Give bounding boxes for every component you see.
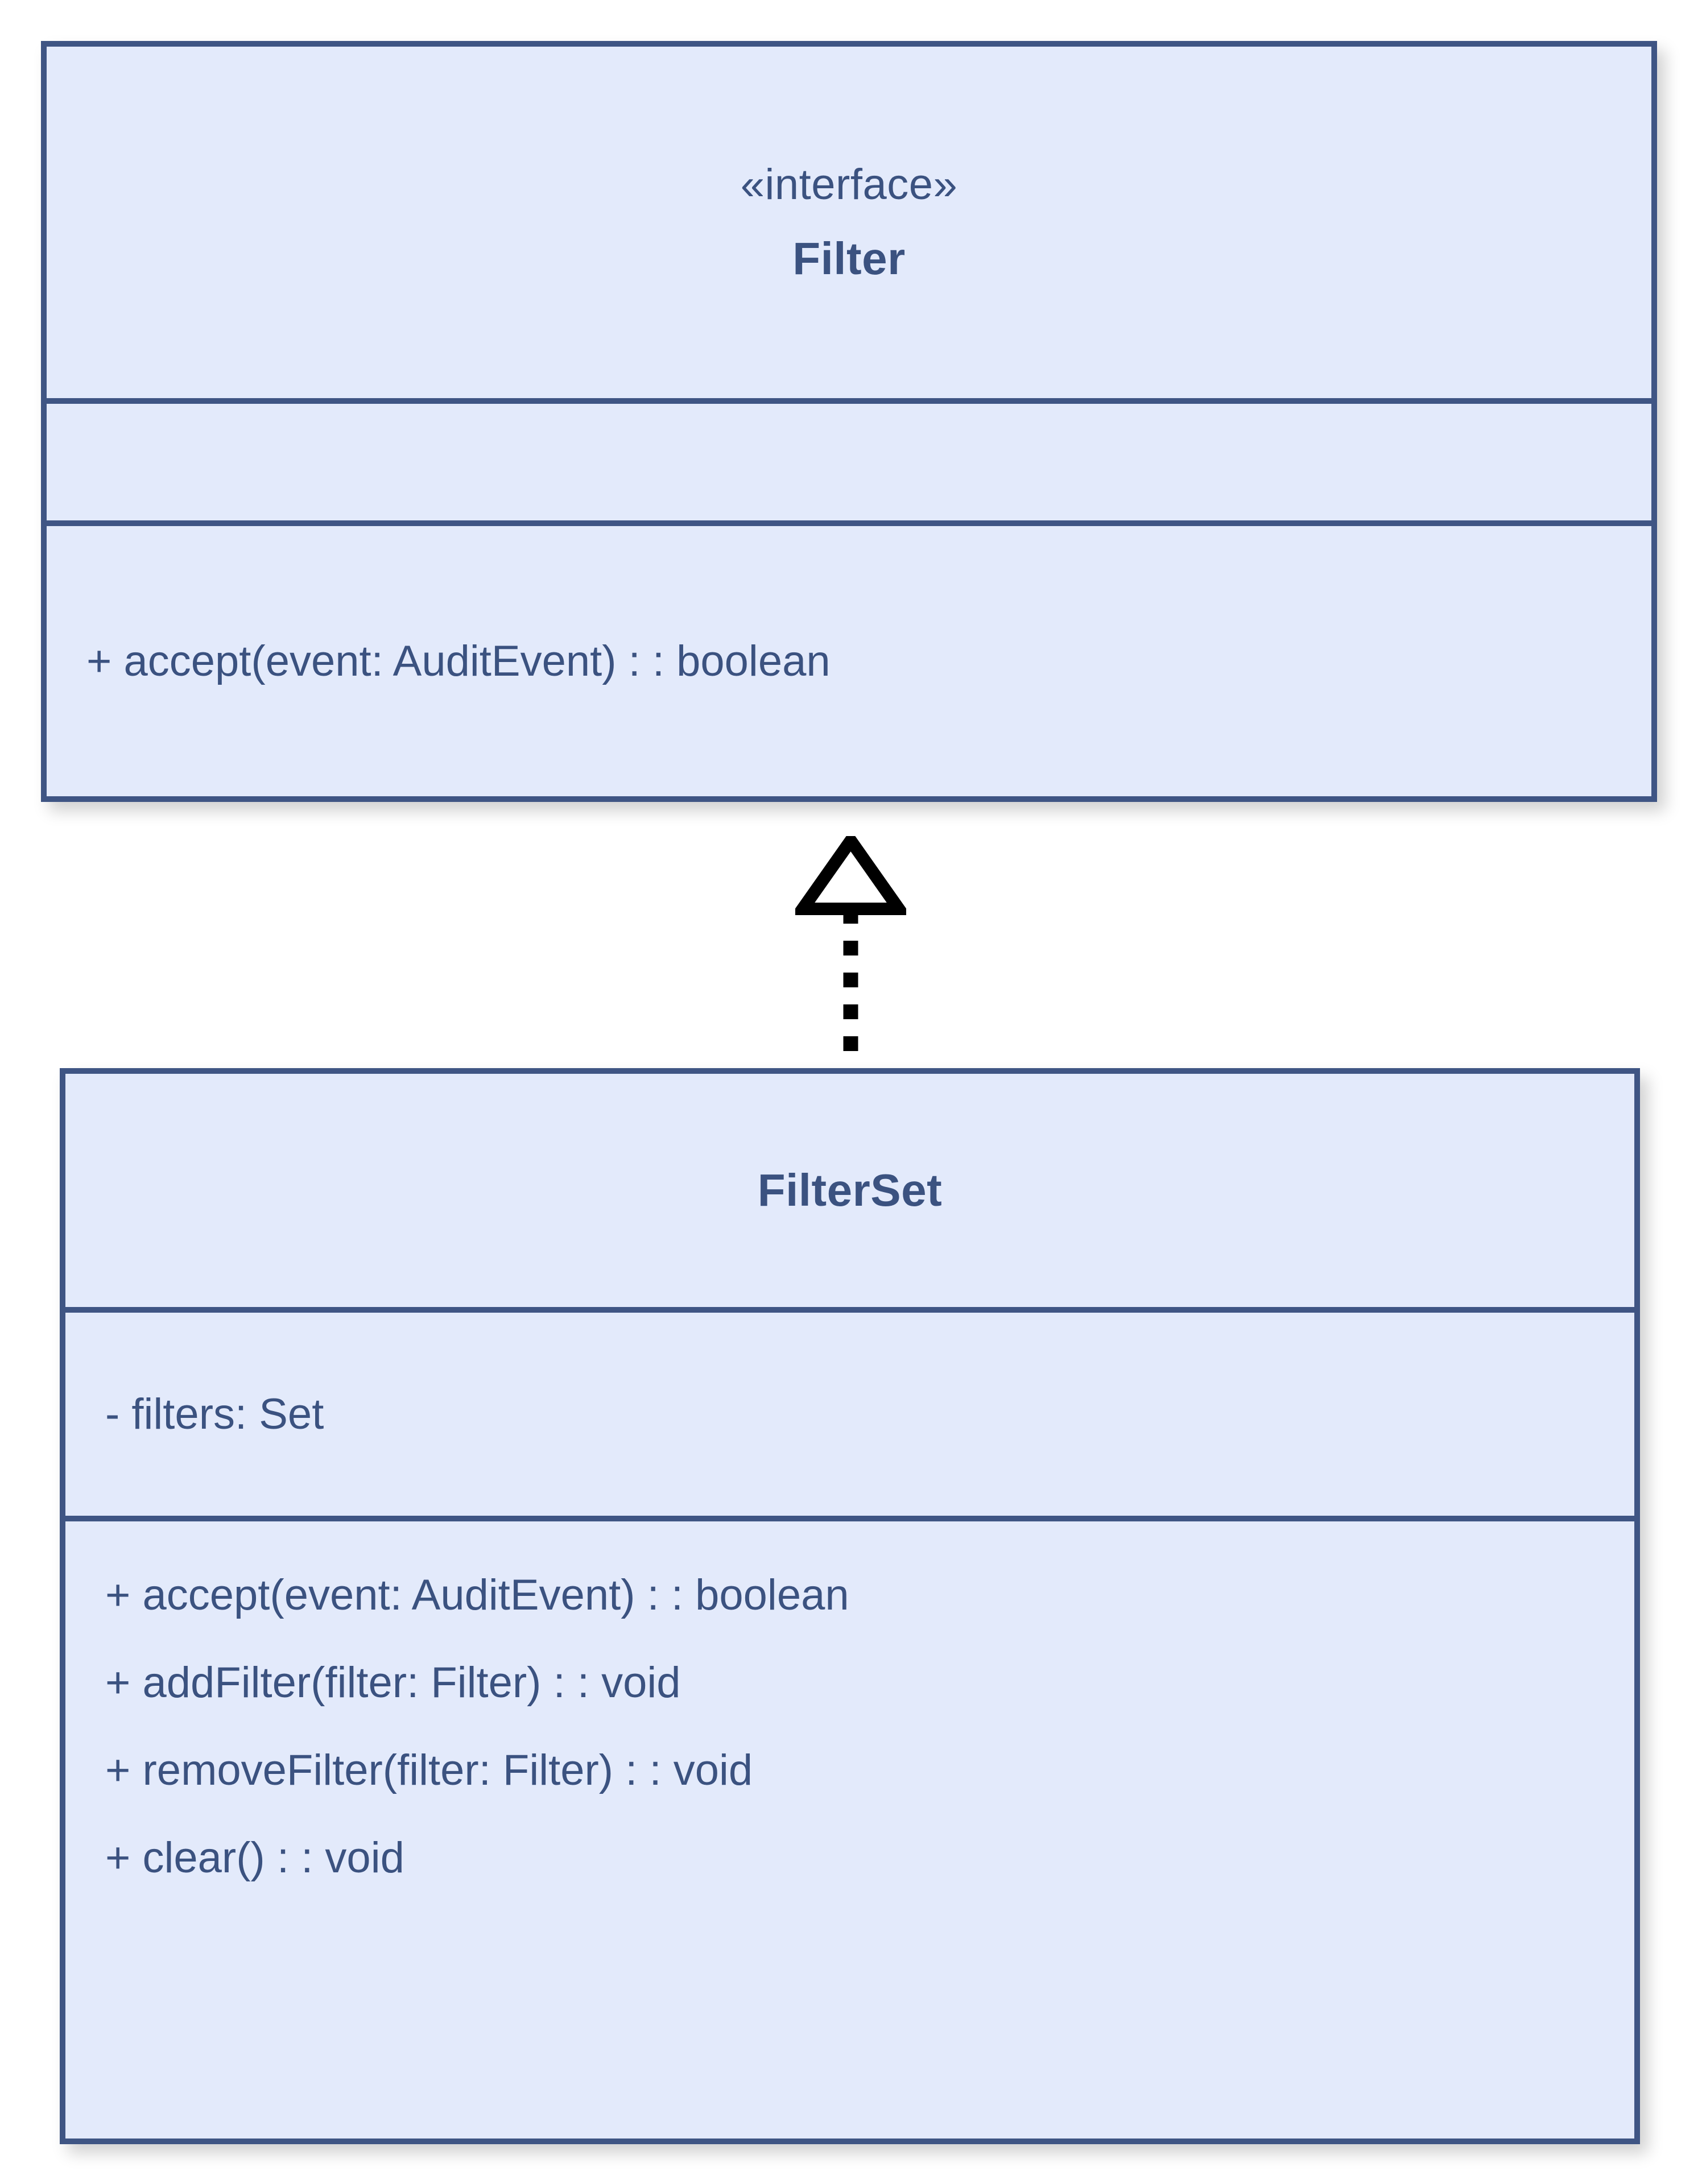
class-header-filter: «interface» Filter (47, 47, 1651, 398)
class-methods-filterset: + accept(event: AuditEvent) : : boolean … (65, 1516, 1634, 2138)
class-name-filter: Filter (792, 233, 906, 284)
uml-class-box-filterset[interactable]: FilterSet - filters: Set + accept(event:… (60, 1068, 1640, 2144)
class-method-row: + removeFilter(filter: Filter) : : void (105, 1746, 753, 1794)
class-method-row: + addFilter(filter: Filter) : : void (105, 1658, 681, 1707)
uml-class-box-filter[interactable]: «interface» Filter + accept(event: Audit… (41, 41, 1657, 802)
class-attributes-filter (47, 398, 1651, 520)
class-method-row: + accept(event: AuditEvent) : : boolean (105, 1571, 849, 1619)
realization-connector-filterset-to-filter (795, 836, 906, 1070)
class-header-filterset: FilterSet (65, 1074, 1634, 1307)
realization-arrow-icon (795, 836, 906, 1068)
class-stereotype-filter: «interface» (740, 160, 958, 209)
class-attribute-row: - filters: Set (105, 1389, 324, 1438)
class-methods-filter: + accept(event: AuditEvent) : : boolean (47, 520, 1651, 796)
hollow-triangle-arrowhead (795, 836, 906, 915)
class-method-row: + clear() : : void (105, 1834, 404, 1882)
class-method-row: + accept(event: AuditEvent) : : boolean (86, 636, 831, 685)
class-attributes-filterset: - filters: Set (65, 1307, 1634, 1516)
class-name-filterset: FilterSet (757, 1165, 943, 1215)
